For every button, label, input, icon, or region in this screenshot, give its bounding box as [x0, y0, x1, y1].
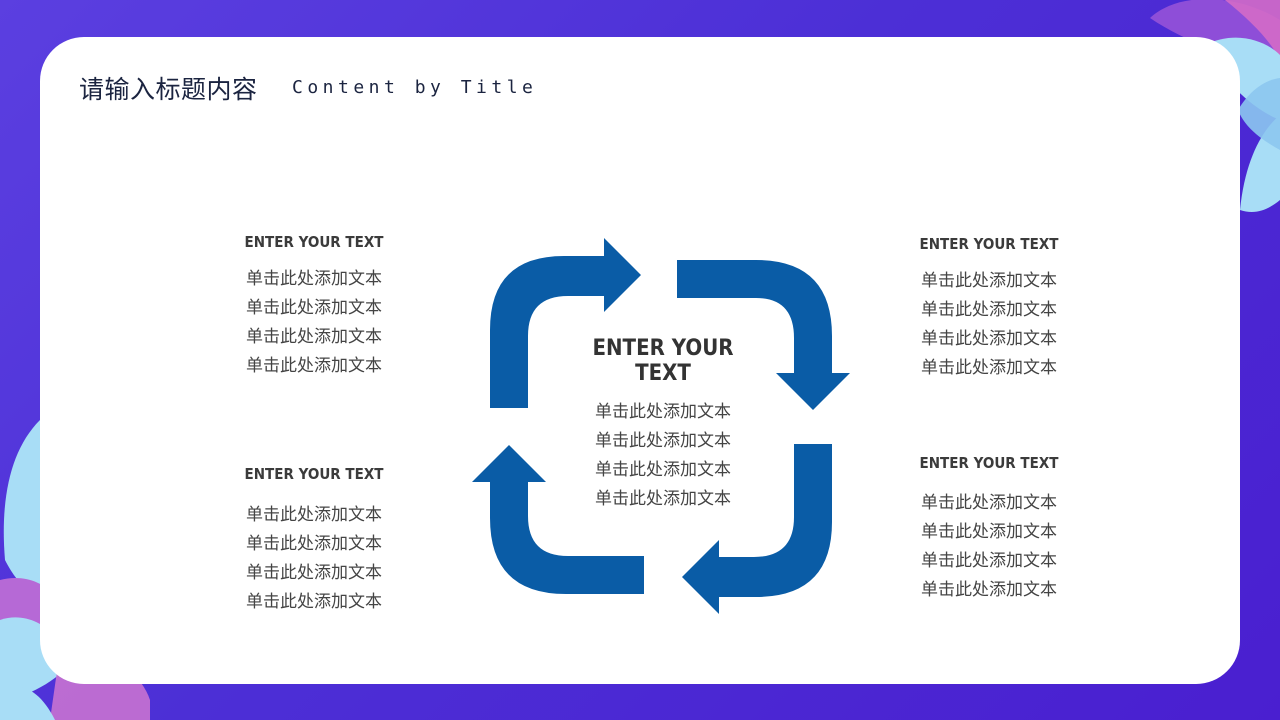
arrow-top-right [677, 260, 850, 410]
arrow-bottom-right [682, 444, 832, 614]
block-line: 单击此处添加文本 [246, 298, 382, 318]
text-block-top-left: ENTER YOUR TEXT 单击此处添加文本 单击此处添加文本 单击此处添加… [204, 231, 424, 381]
block-line: 单击此处添加文本 [246, 534, 382, 554]
block-line: 单击此处添加文本 [246, 327, 382, 347]
block-line: 单击此处添加文本 [921, 329, 1057, 349]
center-line: 单击此处添加文本 [595, 460, 731, 480]
arrow-bottom-left [472, 445, 644, 594]
arrow-top-left [490, 238, 641, 408]
leaf-decoration-icon [0, 420, 150, 720]
block-heading: ENTER YOUR TEXT [244, 233, 384, 251]
block-heading: ENTER YOUR TEXT [244, 465, 384, 483]
center-line: 单击此处添加文本 [595, 402, 731, 422]
block-line: 单击此处添加文本 [921, 522, 1057, 542]
block-line: 单击此处添加文本 [921, 493, 1057, 513]
block-line: 单击此处添加文本 [921, 300, 1057, 320]
block-line: 单击此处添加文本 [246, 505, 382, 525]
block-line: 单击此处添加文本 [246, 592, 382, 612]
page-title: 请输入标题内容 [79, 75, 258, 104]
block-line: 单击此处添加文本 [246, 356, 382, 376]
center-line: 单击此处添加文本 [595, 431, 731, 451]
block-heading: ENTER YOUR TEXT [919, 235, 1059, 253]
block-line: 单击此处添加文本 [921, 551, 1057, 571]
block-line: 单击此处添加文本 [246, 563, 382, 583]
block-line: 单击此处添加文本 [921, 580, 1057, 600]
text-block-bottom-right: ENTER YOUR TEXT 单击此处添加文本 单击此处添加文本 单击此处添加… [879, 452, 1099, 605]
center-line: 单击此处添加文本 [595, 489, 731, 509]
block-line: 单击此处添加文本 [921, 358, 1057, 378]
block-heading: ENTER YOUR TEXT [919, 454, 1059, 472]
block-line: 单击此处添加文本 [246, 269, 382, 289]
center-text-block: 单击此处添加文本 单击此处添加文本 单击此处添加文本 单击此处添加文本 [553, 398, 773, 514]
page-subtitle: Content by Title [292, 77, 538, 98]
text-block-top-right: ENTER YOUR TEXT 单击此处添加文本 单击此处添加文本 单击此处添加… [879, 233, 1099, 383]
center-heading: ENTER YOUR TEXT [592, 336, 734, 386]
block-line: 单击此处添加文本 [921, 271, 1057, 291]
text-block-bottom-left: ENTER YOUR TEXT 单击此处添加文本 单击此处添加文本 单击此处添加… [204, 463, 424, 617]
